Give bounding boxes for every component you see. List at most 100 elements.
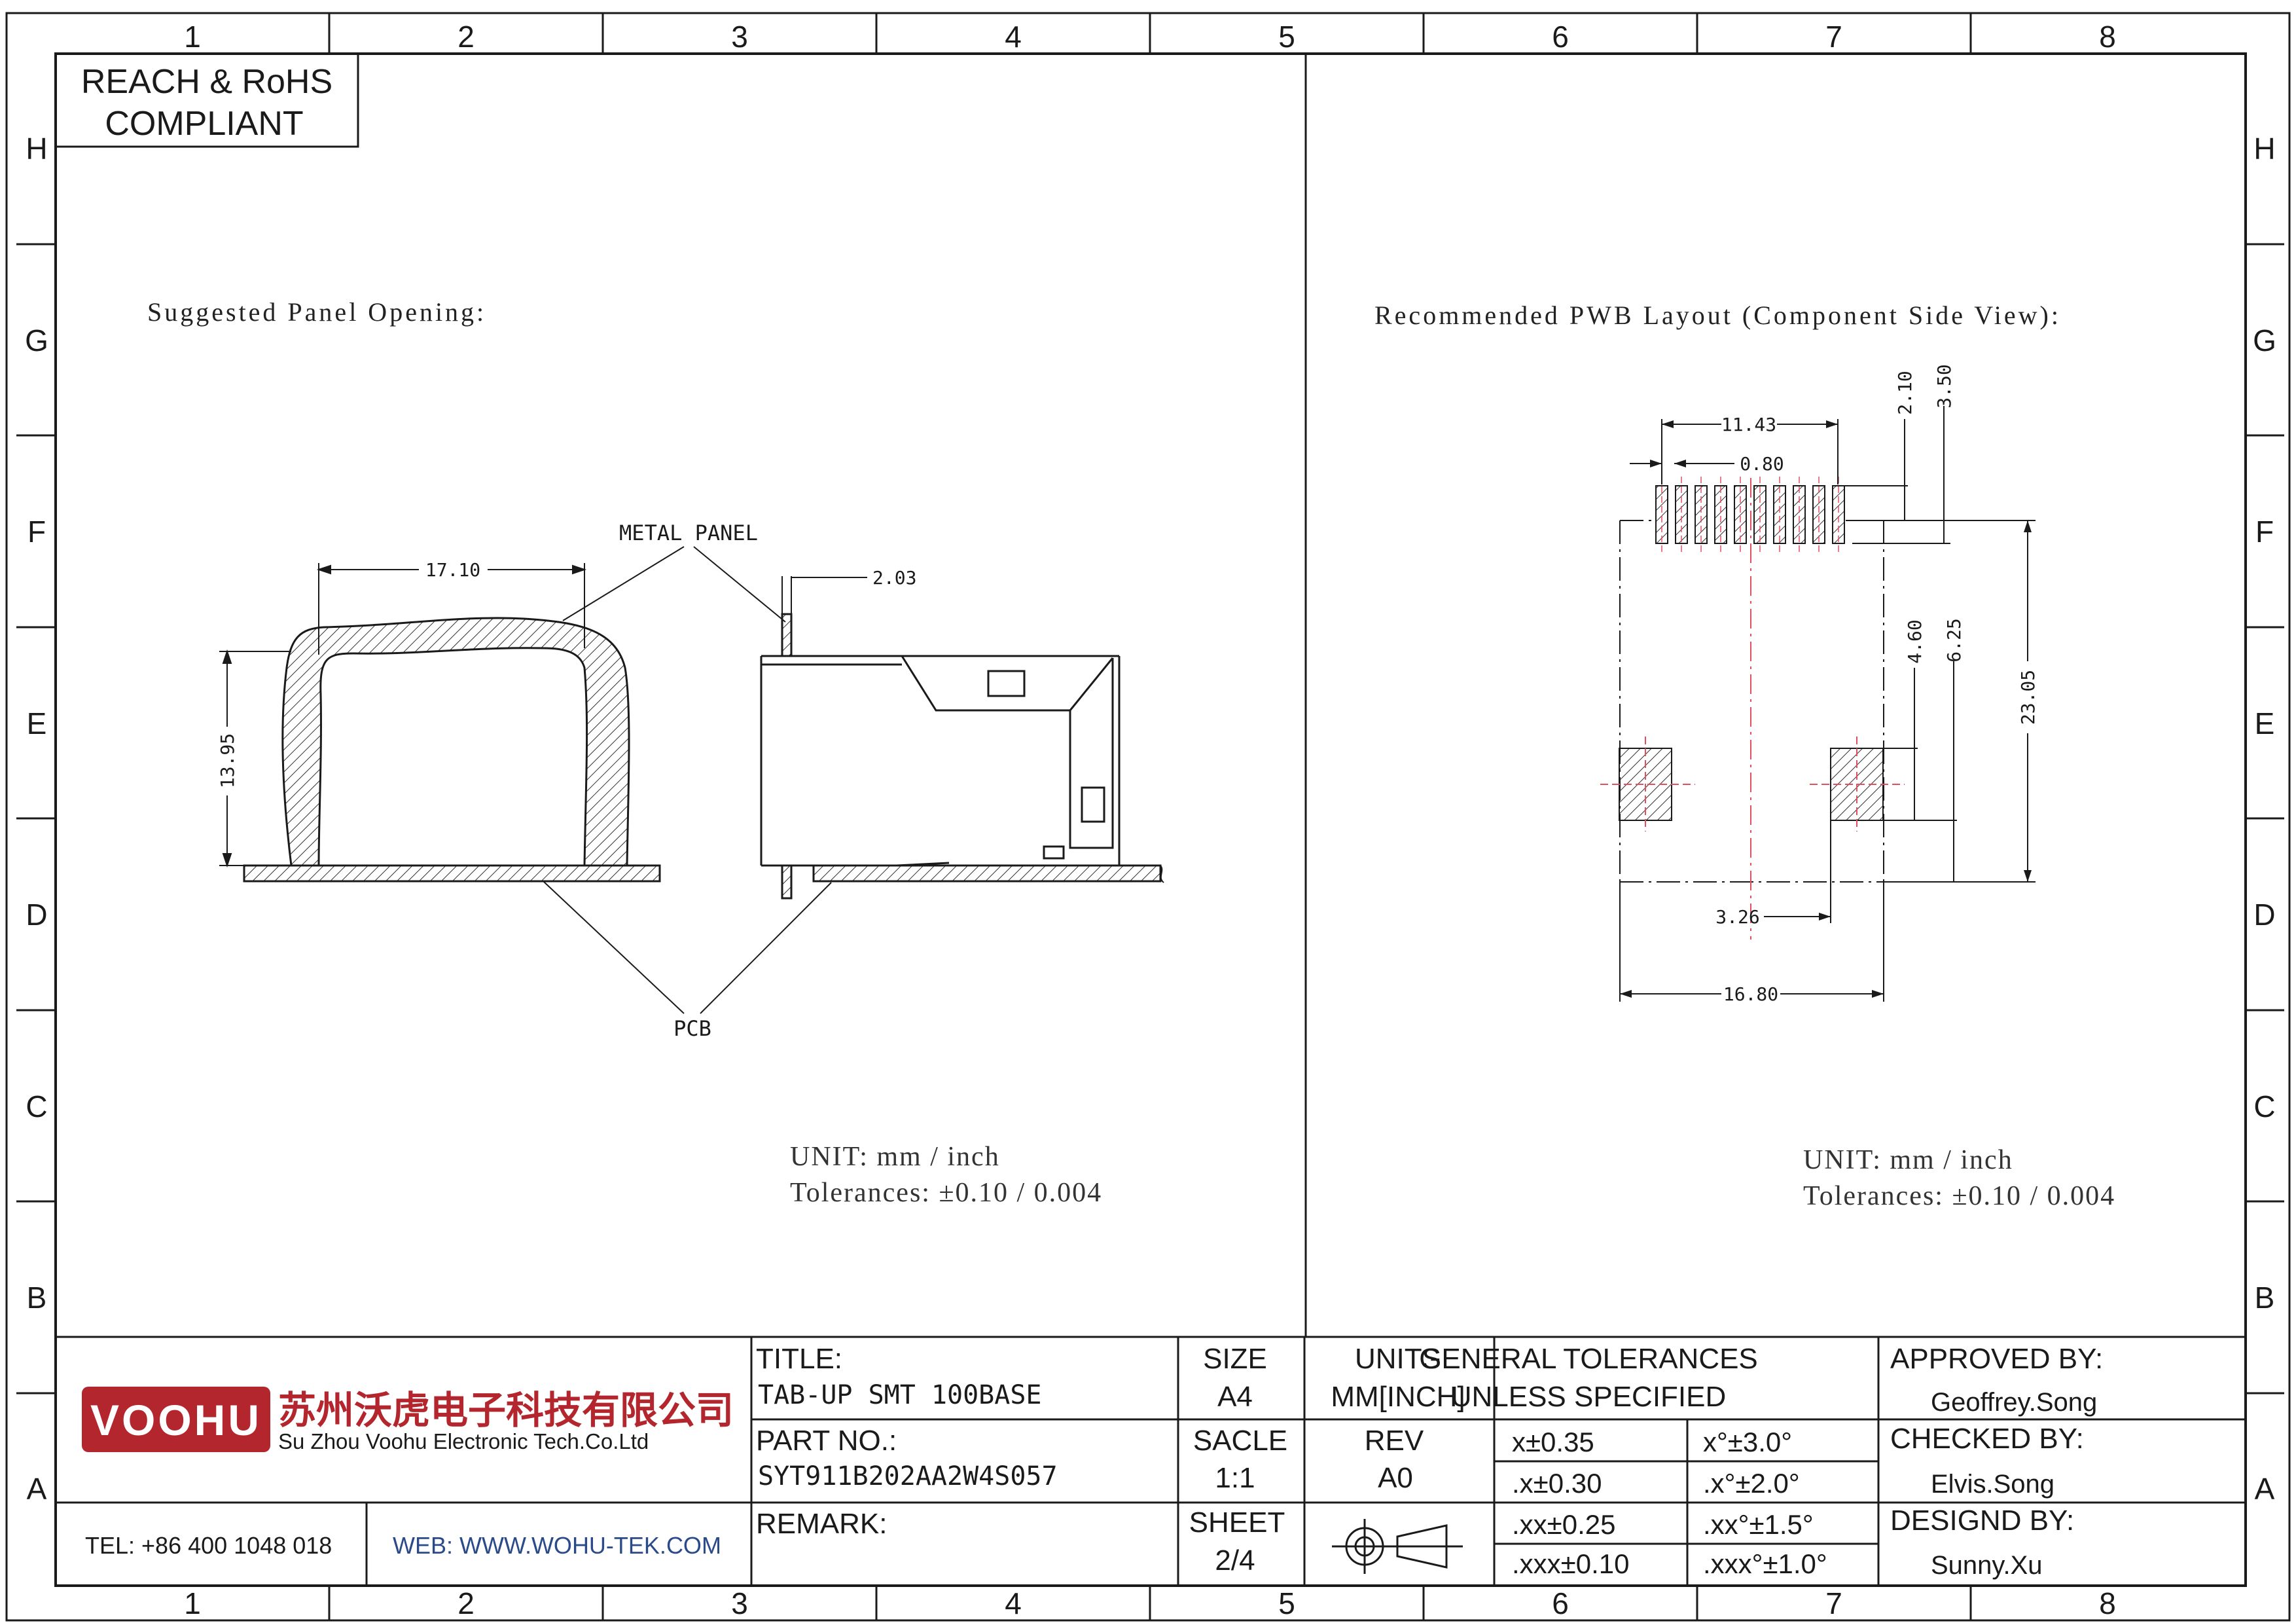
pwb-dimension-arrows (1620, 420, 2032, 998)
row-label-left: F (27, 515, 46, 549)
tol-angular: .xx°±1.5° (1703, 1509, 1814, 1540)
rev-value: A0 (1378, 1462, 1413, 1494)
web-address: WEB: WWW.WOHU-TEK.COM (393, 1532, 721, 1559)
col-label-bottom: 8 (2099, 1586, 2116, 1620)
smt-pad (1812, 485, 1825, 544)
smt-pad-row (1655, 477, 1845, 553)
smt-pad (1793, 485, 1806, 544)
panel-outline-hatched (281, 617, 630, 867)
units-label: UNITS (1355, 1343, 1441, 1375)
smt-pad (1714, 485, 1727, 544)
dim-pad-len-label: 2.10 (1894, 371, 1916, 414)
row-label-left: H (26, 132, 47, 166)
third-angle-projection-icon (1332, 1519, 1463, 1574)
col-label-bottom: 7 (1825, 1586, 1842, 1620)
dim-pitch-label: 0.80 (1740, 453, 1784, 475)
dim-height-lines (219, 649, 291, 868)
logo-text: VOOHU (90, 1396, 262, 1444)
row-label-right: E (2255, 706, 2275, 740)
col-label-top: 7 (1825, 20, 1842, 54)
right-unit-note: UNIT: mm / inch (1803, 1145, 2013, 1175)
approved-label: APPROVED BY: (1890, 1343, 2103, 1375)
panel-opening-view: Suggested Panel Opening: 17.10 13.95 (147, 297, 1164, 1208)
title-block: VOOHU 苏州沃虎电子科技有限公司 Su Zhou Voohu Electro… (56, 1336, 2246, 1586)
connector-side-view (760, 613, 1121, 900)
dim-thickness-label: 2.03 (872, 567, 916, 589)
row-label-right: B (2255, 1281, 2275, 1315)
dim-width-label: 17.10 (425, 559, 480, 581)
remark-label: REMARK: (756, 1508, 887, 1540)
smt-pad (1675, 485, 1688, 544)
col-label-bottom: 1 (184, 1586, 201, 1620)
col-label-bottom: 3 (731, 1586, 748, 1620)
row-label-left: B (27, 1281, 47, 1315)
tol-angular: .xxx°±1.0° (1703, 1548, 1827, 1579)
tol-angular: x°±3.0° (1703, 1427, 1792, 1457)
compliance-line2: COMPLIANT (105, 105, 303, 143)
dim-pad-offset-label: 3.50 (1933, 364, 1955, 408)
col-label-top: 1 (184, 20, 201, 54)
row-label-right: C (2253, 1089, 2275, 1123)
approved-value: Geoffrey.Song (1931, 1388, 2097, 1417)
part-no-value: SYT911B202AA2W4S057 (758, 1461, 1058, 1491)
smt-pad (1832, 485, 1845, 544)
dim-height-label: 13.95 (217, 733, 238, 788)
pwb-dimension-lines (1619, 406, 2036, 1002)
company-name-en: Su Zhou Voohu Electronic Tech.Co.Ltd (278, 1429, 649, 1453)
row-label-right: F (2255, 515, 2274, 549)
row-label-right: G (2253, 323, 2276, 357)
gen-tol-line2: UNLESS SPECIFIED (1451, 1381, 1727, 1413)
col-label-bottom: 4 (1005, 1586, 1022, 1620)
compliance-box: REACH & RoHS COMPLIANT (54, 52, 359, 148)
col-label-bottom: 6 (1552, 1586, 1569, 1620)
dim-pin-span-label: 11.43 (1721, 414, 1776, 435)
pwb-layout-view: Recommended PWB Layout (Component Side V… (1374, 301, 2115, 1211)
units-value: MM[INCH] (1331, 1381, 1465, 1413)
col-label-top: 8 (2099, 20, 2116, 54)
rev-label: REV (1365, 1425, 1424, 1457)
col-label-top: 2 (457, 20, 475, 54)
row-label-left: D (26, 898, 47, 932)
row-label-left: A (27, 1472, 47, 1506)
gen-tol-line1: GENERAL TOLERANCES (1419, 1343, 1758, 1375)
scale-value: 1:1 (1215, 1462, 1255, 1494)
title-block-grid (56, 1336, 2246, 1586)
tol-linear: .xx±0.25 (1512, 1509, 1615, 1540)
pcb-base-right (812, 864, 1162, 883)
pwb-layout-title: Recommended PWB Layout (Component Side V… (1374, 301, 2061, 330)
title-value: TAB-UP SMT 100BASE (758, 1380, 1041, 1410)
row-labels: H G F E D C B A H G F E D C B A (25, 132, 2276, 1506)
company-name-cn: 苏州沃虎电子科技有限公司 (278, 1389, 734, 1432)
checked-label: CHECKED BY: (1890, 1423, 2084, 1455)
row-label-right: D (2253, 898, 2275, 932)
sheet-value: 2/4 (1215, 1544, 1255, 1577)
col-label-top: 4 (1005, 20, 1022, 54)
smt-pad (1773, 485, 1786, 544)
dim-body-length-label: 23.05 (2017, 670, 2039, 725)
tel-number: TEL: +86 400 1048 018 (85, 1532, 332, 1559)
size-value: A4 (1217, 1381, 1253, 1413)
right-tolerance-note: Tolerances: ±0.10 / 0.004 (1803, 1181, 2115, 1211)
tol-angular: .x°±2.0° (1703, 1468, 1800, 1499)
row-label-right: A (2255, 1472, 2275, 1506)
pcb-break-line (1160, 865, 1164, 883)
voohu-logo (82, 1387, 270, 1452)
row-label-left: G (25, 323, 48, 357)
dim-body-width-label: 16.80 (1723, 983, 1778, 1005)
size-label: SIZE (1203, 1343, 1267, 1375)
col-label-bottom: 2 (457, 1586, 475, 1620)
sheet-frame (5, 12, 2291, 1622)
scale-label: SACLE (1193, 1425, 1287, 1457)
smt-pad (1655, 485, 1668, 544)
row-label-right: H (2253, 132, 2275, 166)
col-label-bottom: 5 (1278, 1586, 1295, 1620)
hole-centerlines (1600, 737, 1905, 831)
dim-hole-y1-label: 4.60 (1904, 619, 1926, 663)
col-label-top: 6 (1552, 20, 1569, 54)
designed-value: Sunny.Xu (1931, 1551, 2043, 1580)
tol-linear: .xxx±0.10 (1512, 1548, 1629, 1579)
smt-pad (1695, 485, 1708, 544)
dim-thickness-lines (781, 576, 867, 614)
pcb-leaders (543, 881, 832, 1014)
